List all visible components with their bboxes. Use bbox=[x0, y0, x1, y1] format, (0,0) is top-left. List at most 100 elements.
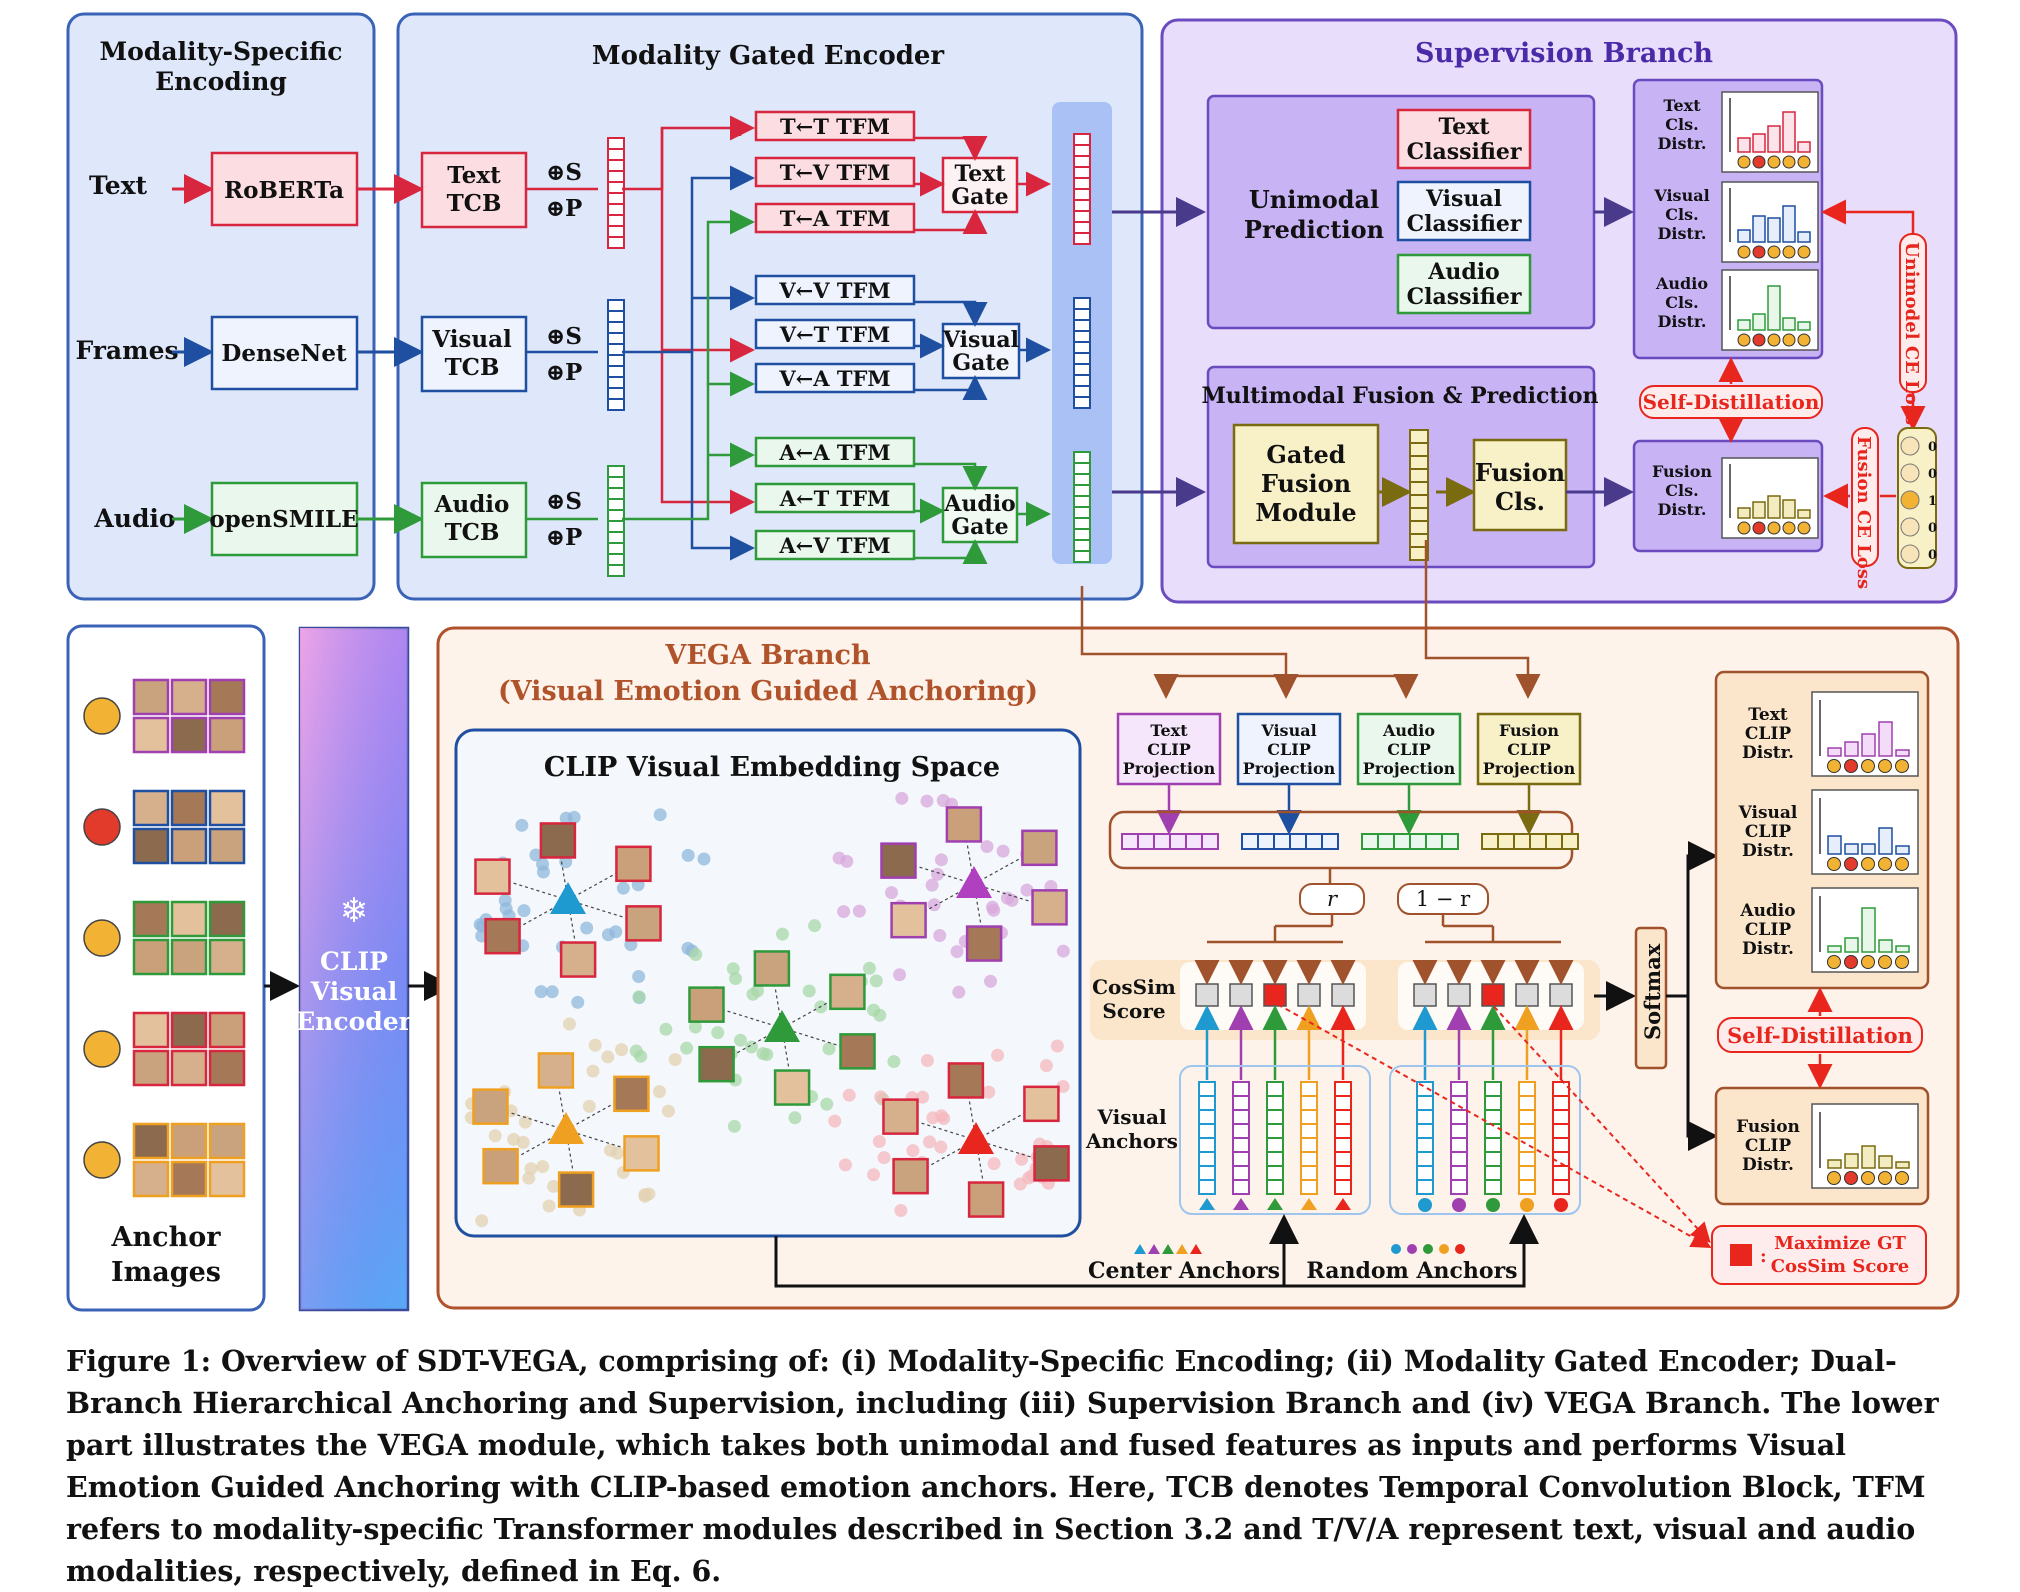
embedding-point bbox=[580, 921, 594, 935]
distr-bar bbox=[1737, 507, 1751, 519]
visual-anchors-line1: Visual bbox=[1096, 1105, 1167, 1129]
anchor-column-cell bbox=[1300, 1137, 1318, 1153]
anchor-row-sad bbox=[83, 678, 246, 754]
anchor-column-cell bbox=[1232, 1123, 1250, 1139]
anchor-images-panel: Anchor Images bbox=[66, 624, 266, 1312]
text-gated-stack-cell bbox=[1073, 188, 1091, 201]
embedding-point bbox=[877, 1151, 891, 1165]
embedding-cluster bbox=[473, 808, 711, 1009]
anchor-column bbox=[1198, 1081, 1216, 1195]
emotion-emoji-icon bbox=[1782, 521, 1796, 535]
visual-token-stack-cell bbox=[607, 387, 625, 400]
embedding-point bbox=[534, 985, 548, 999]
anchor-photo bbox=[170, 900, 208, 938]
anchor-photo bbox=[132, 900, 170, 938]
center-anchor-triangle bbox=[764, 1010, 800, 1042]
onehot-emoji-icon bbox=[1900, 490, 1920, 510]
audio-gated-stack-cell bbox=[1073, 473, 1091, 486]
embedding-point bbox=[869, 974, 883, 988]
anchor-column-cell bbox=[1266, 1151, 1284, 1167]
vega-title: VEGA Branch bbox=[664, 640, 871, 671]
cossim-branch-line bbox=[1207, 926, 1343, 944]
anchor-column-cell bbox=[1334, 1137, 1352, 1153]
clip-distr-bar bbox=[1827, 747, 1842, 757]
anchor-column-cell bbox=[1552, 1109, 1570, 1125]
anchor-column-cell bbox=[1300, 1081, 1318, 1097]
distr-bar bbox=[1782, 205, 1796, 243]
anchor-photo bbox=[132, 827, 170, 865]
distr-bar bbox=[1752, 133, 1766, 153]
embedding-point bbox=[582, 1099, 596, 1113]
anchor-link bbox=[898, 860, 975, 885]
emotion-emoji-icon bbox=[1844, 955, 1858, 969]
visual-token-stack-cell bbox=[607, 321, 625, 334]
onehot-emoji-icon bbox=[1900, 544, 1920, 564]
emotion-emoji-icon bbox=[1844, 857, 1858, 871]
anchor-column-cell bbox=[1300, 1151, 1318, 1167]
embedding-cluster bbox=[832, 791, 1070, 999]
vega-subtitle: (Visual Emotion Guided Anchoring) bbox=[498, 676, 1038, 707]
clip-distr-bar bbox=[1827, 945, 1842, 953]
emotion-emoji-icon bbox=[1737, 155, 1751, 169]
projection-output-strip bbox=[1481, 833, 1579, 850]
clip-distr-label: Fusion bbox=[1736, 1117, 1800, 1137]
anchor-photo bbox=[132, 938, 170, 976]
center-anchor-legend-marker bbox=[1134, 1244, 1146, 1254]
anchor-column-cell bbox=[1518, 1109, 1536, 1125]
embedding-point bbox=[756, 1047, 770, 1061]
embedding-point bbox=[711, 1026, 725, 1040]
gated-fusion-line3: Module bbox=[1255, 498, 1356, 527]
angry-emoji-icon bbox=[83, 808, 121, 846]
clip-distr-bar bbox=[1844, 843, 1859, 855]
r-label: r bbox=[1327, 887, 1339, 911]
anchor-photo bbox=[170, 1122, 208, 1160]
anchor-photo bbox=[208, 716, 246, 754]
text-gated-stack-cell bbox=[1073, 232, 1091, 245]
embedding-point bbox=[820, 1097, 834, 1111]
encoding-title-line2: Encoding bbox=[155, 67, 287, 96]
anchor-column bbox=[1484, 1081, 1502, 1195]
clip-distr-bar bbox=[1861, 733, 1876, 757]
tfm-box-frame bbox=[754, 274, 916, 306]
distr-bar bbox=[1782, 499, 1796, 519]
embedding-point bbox=[933, 929, 947, 943]
tfm-label: T←A TFM bbox=[780, 206, 891, 231]
embedding-point bbox=[906, 1144, 920, 1158]
embedding-point bbox=[926, 1111, 940, 1125]
classifier-text-line1: Text bbox=[1438, 114, 1490, 140]
s-label-audio: ⊕S bbox=[546, 488, 582, 515]
center-anchor-marker bbox=[1267, 1198, 1283, 1210]
distr-bar bbox=[1767, 217, 1781, 243]
onehot-value: 0 bbox=[1928, 440, 1937, 455]
anchor-column-cell bbox=[1450, 1109, 1468, 1125]
embedding-photo bbox=[625, 905, 662, 942]
anchor-column-cell bbox=[1450, 1165, 1468, 1181]
anchor-column-cell bbox=[1450, 1081, 1468, 1097]
cossim-line1: CosSim bbox=[1092, 975, 1176, 999]
emotion-emoji-icon bbox=[1861, 857, 1875, 871]
tfm-label: T←T TFM bbox=[780, 114, 890, 139]
classifier-text-line2: Classifier bbox=[1407, 139, 1522, 165]
projection-frame bbox=[1356, 712, 1462, 786]
audio-gated-stack-cell bbox=[1073, 484, 1091, 497]
embedding-point bbox=[934, 1140, 948, 1154]
embedding-point bbox=[991, 1048, 1005, 1062]
anchor-photo bbox=[170, 938, 208, 976]
tfm-box-frame bbox=[754, 318, 916, 350]
center-anchor-marker bbox=[1301, 1198, 1317, 1210]
onehot-value: 0 bbox=[1928, 548, 1937, 563]
anchor-column-cell bbox=[1518, 1165, 1536, 1181]
fusion-ce-loss: Fusion CE Loss bbox=[1853, 436, 1874, 589]
text-token-stack-cell bbox=[607, 137, 625, 150]
cossim-square bbox=[1229, 983, 1253, 1007]
text-gated-stack-cell bbox=[1073, 133, 1091, 146]
visual-token-stack bbox=[607, 299, 625, 411]
distr-bar bbox=[1797, 509, 1811, 519]
embedding-point bbox=[862, 961, 876, 975]
random-anchor-marker bbox=[1520, 1198, 1534, 1212]
onehot-emoji-icon bbox=[1900, 436, 1920, 456]
distr-label: Cls. bbox=[1665, 115, 1698, 134]
